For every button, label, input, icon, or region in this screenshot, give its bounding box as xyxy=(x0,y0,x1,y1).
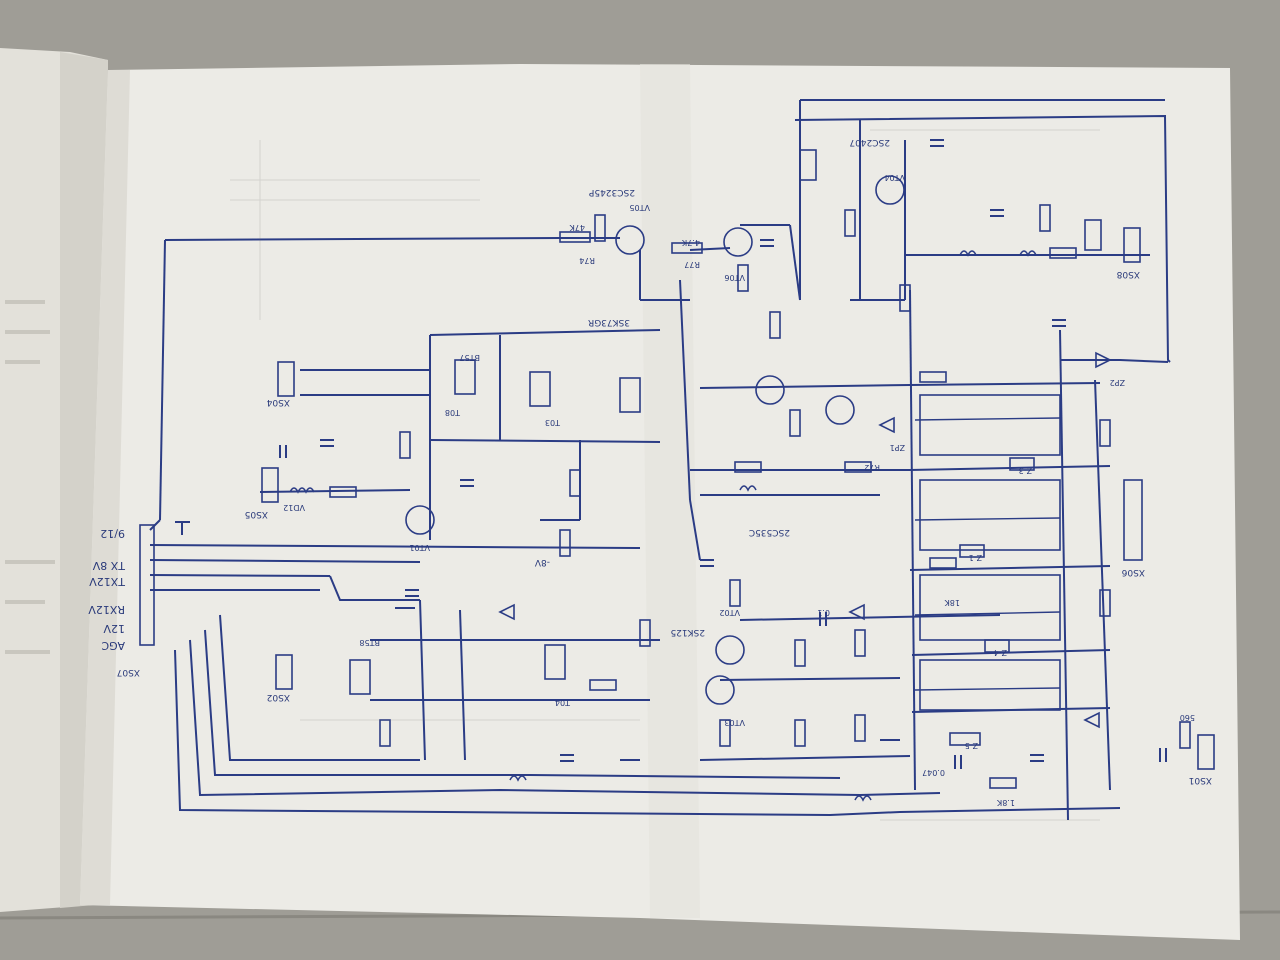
component-label: VT03 xyxy=(724,718,745,727)
bleed-through xyxy=(230,129,1100,821)
center-fold xyxy=(640,64,700,918)
module-tag: Z-1 xyxy=(969,553,982,562)
component-label: VT06 xyxy=(724,273,745,282)
component-label: 0.047 xyxy=(922,768,945,777)
port-id: XS08 xyxy=(1116,269,1140,279)
component-label: 18K xyxy=(944,598,960,607)
connector-pin-label: 9/12 xyxy=(100,527,125,540)
transistor-type: 2SC2407 xyxy=(849,137,890,147)
port-id: XS01 xyxy=(1189,775,1212,785)
component-label: BT58 xyxy=(359,638,380,647)
module-tag: Z-4 xyxy=(994,648,1007,657)
transistor-type: 2SK125 xyxy=(670,627,705,637)
connector-name: XS07 xyxy=(117,667,140,677)
component-label: -8V xyxy=(534,557,550,567)
schematic-components xyxy=(139,139,1215,802)
port-id: XS05 xyxy=(245,509,268,519)
component-label: 1.8K xyxy=(996,798,1015,807)
transistor-type: 2SC3245P xyxy=(588,187,635,197)
port-id: XS06 xyxy=(1121,567,1145,577)
component-label: BT57 xyxy=(459,353,480,362)
port-id: XS04 xyxy=(266,397,290,407)
component-label: T08 xyxy=(445,408,461,417)
component-label: ZP1 xyxy=(890,443,905,452)
component-label: R77 xyxy=(684,260,700,269)
component-label: VT05 xyxy=(629,203,650,212)
module-tag: Z-5 xyxy=(965,741,978,750)
connector-pin-label: AGC xyxy=(101,639,125,652)
component-label: VT04 xyxy=(884,173,905,182)
component-label: R74 xyxy=(579,256,595,265)
component-label: 560 xyxy=(1180,713,1195,722)
schematic-text: 9/12 TX 8V TX12V RX12V 12V AGC XS07 XS04… xyxy=(88,137,1212,807)
connector-pin-label: 12V xyxy=(103,622,125,635)
transistor-type: 2SC535C xyxy=(749,527,790,537)
schematic-wiring xyxy=(149,99,1171,821)
component-label: VD12 xyxy=(283,503,305,512)
component-label: R72 xyxy=(864,463,880,472)
component-label: VT01 xyxy=(409,543,430,552)
left-page-text xyxy=(5,300,55,654)
module-tag: Z-3 xyxy=(1019,466,1032,475)
connector-pin-label: TX12V xyxy=(89,575,126,588)
connector-pin-label: RX12V xyxy=(88,603,125,616)
transistor-type: 3SK73GR xyxy=(588,317,630,327)
port-id: XS02 xyxy=(267,692,290,702)
component-label: 4.7K xyxy=(681,238,700,247)
connector-pin-label: TX 8V xyxy=(92,559,126,572)
component-label: VT02 xyxy=(719,608,740,617)
page-fold-shadow xyxy=(80,70,130,905)
component-label: T03 xyxy=(545,418,561,427)
component-label: 47K xyxy=(569,223,585,232)
component-label: ZP2 xyxy=(1110,378,1125,387)
component-label: 0.1 xyxy=(817,608,830,617)
component-label: T04 xyxy=(555,698,571,707)
